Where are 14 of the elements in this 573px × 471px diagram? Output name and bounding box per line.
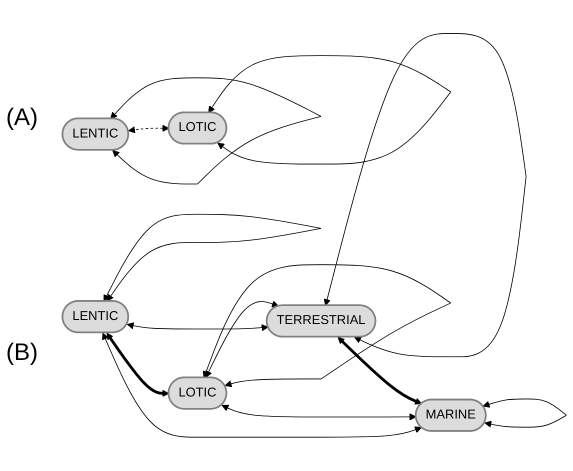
arrow xyxy=(324,33,526,358)
arrow xyxy=(205,300,279,378)
panel-label: (A) xyxy=(6,104,39,132)
arrow xyxy=(128,124,170,134)
arrow xyxy=(482,398,567,428)
arrow xyxy=(102,332,422,438)
arrow xyxy=(106,332,170,398)
arrow xyxy=(202,264,452,388)
arrow xyxy=(104,214,322,302)
arrow xyxy=(222,404,416,421)
arrow xyxy=(110,78,322,185)
arrow xyxy=(126,322,268,332)
arrow xyxy=(208,55,452,165)
panel-label: (B) xyxy=(6,339,39,368)
